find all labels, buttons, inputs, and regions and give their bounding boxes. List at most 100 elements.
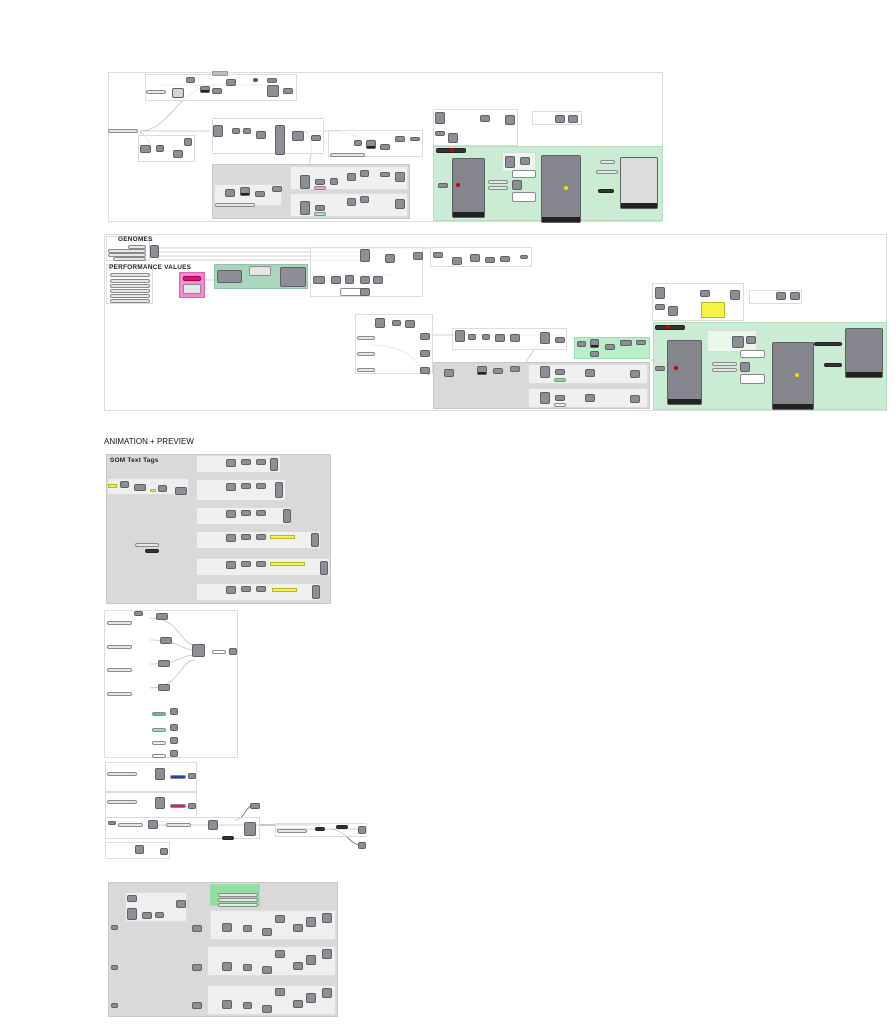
component[interactable]: [360, 170, 369, 177]
component[interactable]: [222, 923, 232, 932]
component[interactable]: [160, 637, 172, 644]
component[interactable]: [347, 173, 356, 181]
genome-slider[interactable]: [128, 245, 146, 249]
component[interactable]: [500, 256, 510, 262]
component[interactable]: [158, 684, 170, 691]
component[interactable]: [226, 534, 236, 542]
component[interactable]: [477, 366, 487, 375]
performance-slider[interactable]: [110, 279, 150, 283]
input-param[interactable]: [357, 368, 375, 372]
component[interactable]: [142, 912, 152, 919]
genome-slider[interactable]: [108, 253, 146, 257]
large-component[interactable]: [541, 155, 581, 223]
component[interactable]: [262, 1005, 272, 1013]
component[interactable]: [170, 708, 178, 715]
component[interactable]: [256, 483, 266, 489]
component[interactable]: [505, 115, 515, 125]
input-param[interactable]: [600, 160, 615, 164]
component[interactable]: [272, 186, 282, 192]
input-param[interactable]: [357, 352, 375, 356]
component[interactable]: [120, 481, 129, 488]
component[interactable]: [225, 189, 235, 197]
component[interactable]: [226, 459, 236, 467]
component[interactable]: [358, 826, 366, 834]
component[interactable]: [360, 276, 370, 284]
slider[interactable]: [135, 543, 159, 547]
panel[interactable]: [740, 374, 765, 384]
input-param[interactable]: [357, 336, 375, 340]
component[interactable]: [243, 1002, 252, 1009]
dark-param[interactable]: [145, 549, 159, 553]
component[interactable]: [184, 138, 192, 146]
component[interactable]: [241, 483, 251, 489]
component[interactable]: [111, 1003, 118, 1008]
component[interactable]: [176, 900, 186, 908]
component[interactable]: [655, 287, 665, 299]
input-param[interactable]: [146, 90, 166, 94]
input-param[interactable]: [108, 129, 138, 133]
component[interactable]: [347, 198, 356, 206]
component[interactable]: [108, 821, 116, 825]
component[interactable]: [315, 179, 325, 185]
component[interactable]: [256, 459, 266, 465]
component[interactable]: [241, 561, 251, 567]
slider[interactable]: [488, 180, 508, 184]
component[interactable]: [222, 962, 232, 971]
slider[interactable]: [596, 170, 618, 174]
component[interactable]: [360, 249, 370, 262]
component[interactable]: [306, 917, 316, 927]
color-swatch-magenta[interactable]: [170, 804, 186, 808]
slider[interactable]: [107, 621, 132, 625]
color-swatch[interactable]: [314, 212, 326, 216]
color-swatch[interactable]: [554, 403, 566, 407]
component[interactable]: [300, 175, 310, 189]
component[interactable]: [668, 306, 678, 316]
performance-slider[interactable]: [110, 273, 150, 277]
component[interactable]: [275, 125, 285, 155]
component[interactable]: [495, 334, 505, 342]
component[interactable]: [188, 803, 196, 809]
component[interactable]: [192, 925, 202, 932]
color-swatch[interactable]: [152, 728, 166, 732]
component[interactable]: [482, 334, 490, 340]
component[interactable]: [158, 485, 167, 492]
component[interactable]: [452, 257, 462, 265]
component[interactable]: [435, 112, 445, 124]
component[interactable]: [555, 369, 565, 375]
component[interactable]: [505, 156, 515, 168]
component[interactable]: [373, 276, 383, 284]
component[interactable]: [746, 336, 756, 344]
component[interactable]: [213, 125, 223, 137]
component[interactable]: [111, 925, 118, 930]
large-component[interactable]: [772, 342, 814, 410]
panel[interactable]: [183, 284, 201, 294]
panel[interactable]: [512, 170, 536, 178]
component[interactable]: [354, 140, 362, 146]
component[interactable]: [331, 276, 341, 284]
pink-param[interactable]: [183, 276, 201, 281]
component[interactable]: [158, 660, 170, 667]
component[interactable]: [243, 964, 252, 971]
slider[interactable]: [107, 645, 132, 649]
slider[interactable]: [166, 823, 191, 827]
component[interactable]: [395, 199, 405, 209]
component[interactable]: [293, 1000, 303, 1008]
component[interactable]: [222, 1000, 232, 1009]
component[interactable]: [160, 848, 168, 855]
component[interactable]: [280, 267, 306, 287]
component[interactable]: [322, 949, 332, 959]
color-swatch[interactable]: [554, 378, 566, 382]
component[interactable]: [444, 369, 454, 377]
component[interactable]: [322, 913, 332, 923]
component[interactable]: [585, 394, 595, 402]
component[interactable]: [134, 611, 143, 616]
component[interactable]: [275, 915, 285, 923]
header-param[interactable]: [655, 325, 685, 330]
color-swatch[interactable]: [152, 754, 166, 758]
component[interactable]: [192, 964, 202, 971]
component[interactable]: [520, 255, 528, 259]
component[interactable]: [111, 965, 118, 970]
component[interactable]: [360, 196, 369, 203]
slider[interactable]: [712, 368, 737, 372]
component[interactable]: [241, 459, 251, 465]
